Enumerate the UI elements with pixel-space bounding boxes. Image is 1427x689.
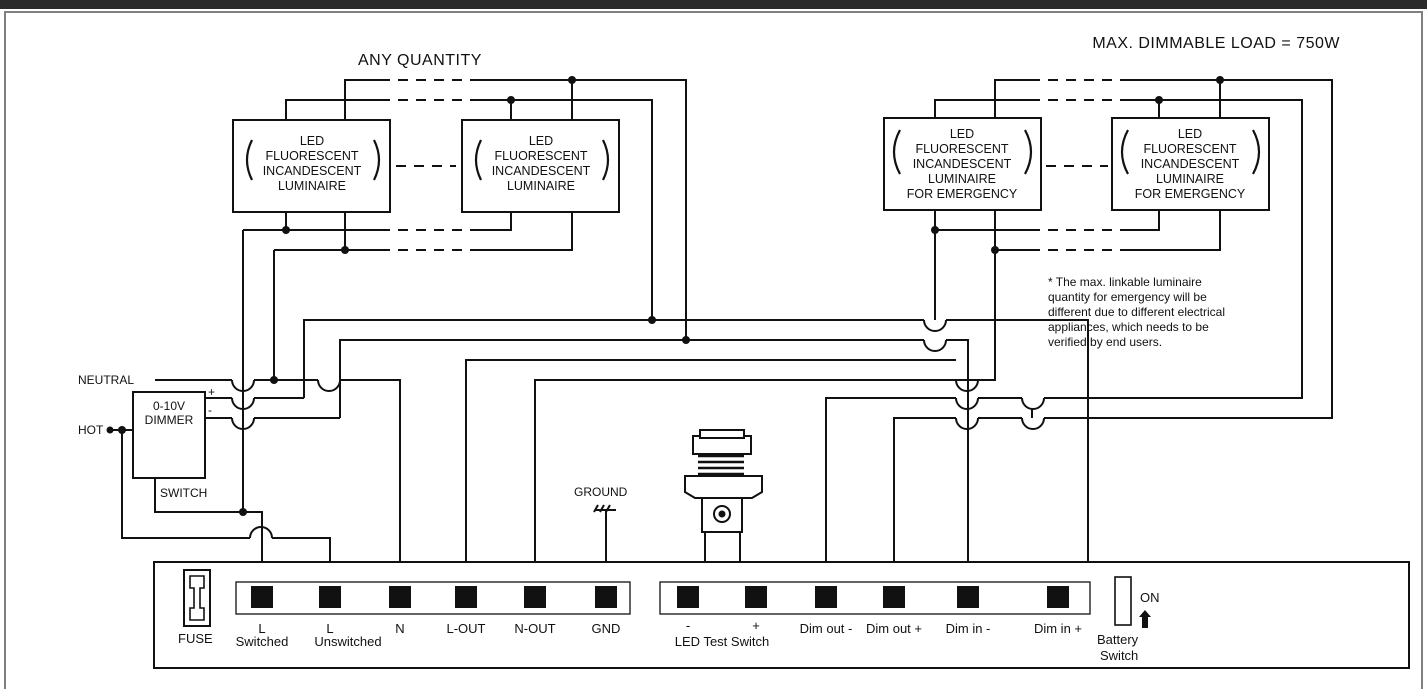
ground-label: GROUND [574,485,628,499]
svg-text:0-10V: 0-10V [153,399,185,413]
terminal-dim-out-minus: Dim out - [800,586,853,636]
terminal-l-switched: L Switched [236,586,289,649]
emergency-luminaire-box-2: LED FLUORESCENT INCANDESCENT LUMINAIRE F… [1111,117,1270,211]
svg-text:GND: GND [592,621,621,636]
svg-text:N: N [395,621,404,636]
svg-text:Battery: Battery [1097,632,1139,647]
svg-text:Dim out +: Dim out + [866,621,922,636]
svg-text:LED: LED [950,127,974,141]
emergency-luminaire-box-1: LED FLUORESCENT INCANDESCENT LUMINAIRE F… [883,117,1042,211]
emergency-driver-unit [153,561,1410,669]
hot-label: HOT [78,423,104,437]
svg-text:INCANDESCENT: INCANDESCENT [492,164,591,178]
svg-text:FLUORESCENT: FLUORESCENT [915,142,1008,156]
max-load-label: MAX. DIMMABLE LOAD = 750W [1092,35,1340,52]
svg-text:+: + [752,618,760,633]
svg-text:L-OUT: L-OUT [447,621,486,636]
svg-text:Switched: Switched [236,634,289,649]
top-bar [0,0,1427,9]
svg-text:INCANDESCENT: INCANDESCENT [1141,157,1240,171]
svg-text:+: + [208,385,215,399]
svg-text:different due to different ele: different due to different electrical [1048,305,1225,319]
emergency-note: * The max. linkable luminaire quantity f… [1048,275,1225,349]
svg-text:DIMMER: DIMMER [145,413,194,427]
dimmer-box: 0-10V DIMMER + - [132,385,215,479]
terminal-test-plus: + [745,586,767,633]
svg-text:appliances, which needs to be: appliances, which needs to be [1048,320,1209,334]
svg-text:FOR EMERGENCY: FOR EMERGENCY [907,187,1018,201]
terminal-test-minus: - [677,586,699,633]
terminal-n-out: N-OUT [514,586,556,636]
svg-text:-: - [686,618,690,633]
battery-switch: ON Battery Switch [1097,576,1160,663]
svg-text:LUMINAIRE: LUMINAIRE [1156,172,1224,186]
svg-text:LED: LED [529,134,553,148]
luminaire-box-1: LED FLUORESCENT INCANDESCENT LUMINAIRE [232,119,391,213]
svg-text:Switch: Switch [1100,648,1138,663]
switch-label: SWITCH [160,486,207,500]
terminal-dim-out-plus: Dim out + [866,586,922,636]
svg-text:L: L [258,621,265,636]
terminal-l-unswitched: L Unswitched [314,586,382,649]
svg-text:Dim in +: Dim in + [1034,621,1082,636]
svg-text:FLUORESCENT: FLUORESCENT [1143,142,1236,156]
svg-text:LUMINAIRE: LUMINAIRE [278,179,346,193]
svg-text:INCANDESCENT: INCANDESCENT [263,164,362,178]
svg-text:L: L [326,621,333,636]
svg-text:FLUORESCENT: FLUORESCENT [265,149,358,163]
svg-text:FOR EMERGENCY: FOR EMERGENCY [1135,187,1246,201]
terminal-dim-in-minus: Dim in - [946,586,991,636]
svg-text:N-OUT: N-OUT [514,621,555,636]
led-test-switch-label: LED Test Switch [675,634,769,649]
terminal-gnd: GND [592,586,621,636]
luminaire-box-2: LED FLUORESCENT INCANDESCENT LUMINAIRE [461,119,620,213]
svg-text:verified by end users.: verified by end users. [1048,335,1162,349]
svg-text:FLUORESCENT: FLUORESCENT [494,149,587,163]
led-test-switch-device [684,429,763,533]
svg-text:Unswitched: Unswitched [314,634,381,649]
any-quantity-label: ANY QUANTITY [358,52,482,69]
terminal-dim-in-plus: Dim in + [1034,586,1082,636]
svg-text:* The max. linkable luminaire: * The max. linkable luminaire [1048,275,1202,289]
svg-text:LUMINAIRE: LUMINAIRE [507,179,575,193]
svg-text:LED: LED [1178,127,1202,141]
hot-terminal-dot [106,426,114,434]
terminal-block-right [659,581,1091,615]
svg-text:Dim in -: Dim in - [946,621,991,636]
fuse: FUSE [178,569,213,646]
terminal-n: N [389,586,411,636]
svg-text:FUSE: FUSE [178,631,213,646]
svg-text:INCANDESCENT: INCANDESCENT [913,157,1012,171]
svg-text:LED: LED [300,134,324,148]
neutral-label: NEUTRAL [78,373,134,387]
svg-text:quantity for emergency will be: quantity for emergency will be [1048,290,1207,304]
svg-text:LUMINAIRE: LUMINAIRE [928,172,996,186]
svg-text:Dim out -: Dim out - [800,621,853,636]
terminal-block-left [235,581,631,615]
svg-text:-: - [208,403,212,417]
terminal-l-out: L-OUT [447,586,486,636]
svg-text:ON: ON [1140,590,1160,605]
